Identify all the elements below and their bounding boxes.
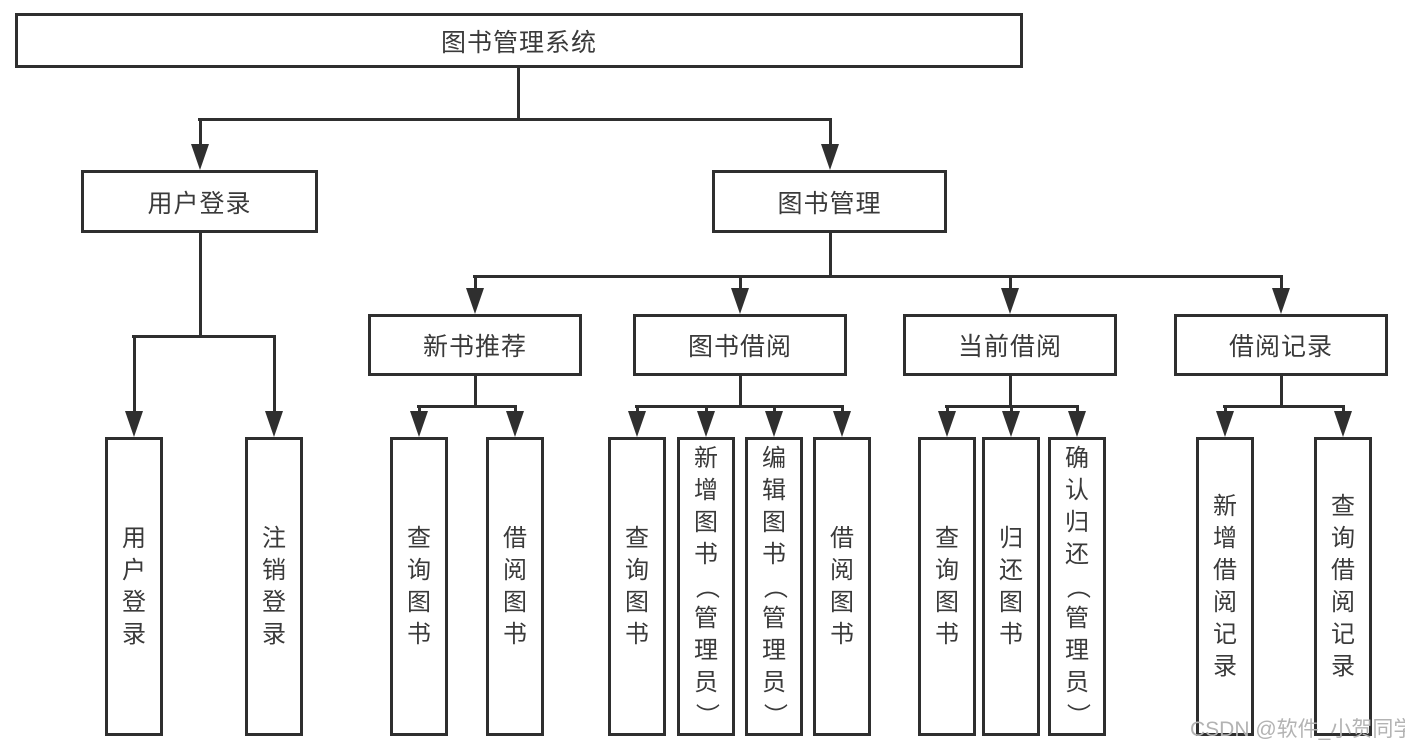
node-label: 借阅图书: [503, 524, 527, 648]
connector-line: [1342, 407, 1345, 413]
node-book-management: 图书管理: [712, 170, 947, 233]
connector-line: [273, 337, 276, 414]
node-label: 归还图书: [999, 524, 1023, 648]
node-label: 确认归还（管理员）: [1064, 444, 1091, 727]
connector-line: [1223, 405, 1345, 408]
node-book-management-system: 图书管理系统: [15, 13, 1023, 68]
arrow-down-icon: [1216, 411, 1234, 437]
leaf-add-borrow-record: 新增借阅记录: [1196, 437, 1254, 736]
connector-line: [1009, 277, 1012, 290]
node-label: 图书借阅: [687, 333, 792, 361]
node-borrowing-records: 借阅记录: [1174, 314, 1388, 376]
leaf-user-login: 用户登录: [105, 437, 163, 736]
arrow-down-icon: [731, 288, 749, 314]
node-label: 查询借阅记录: [1331, 492, 1355, 680]
connector-line: [739, 376, 742, 407]
connector-line: [636, 407, 639, 413]
watermark: CSDN @软件_小贺同学: [1190, 718, 1405, 741]
arrow-down-icon: [1272, 288, 1290, 314]
connector-line: [199, 120, 202, 146]
leaf-borrow-books-borrowing: 借阅图书: [813, 437, 871, 736]
connector-line: [773, 407, 776, 413]
connector-line: [417, 405, 517, 408]
leaf-borrow-books-recommend: 借阅图书: [486, 437, 544, 736]
connector-line: [945, 405, 1079, 408]
arrow-down-icon: [628, 411, 646, 437]
node-current-borrowing: 当前借阅: [903, 314, 1117, 376]
connector-line: [418, 407, 421, 413]
arrow-down-icon: [125, 411, 143, 437]
connector-line: [739, 277, 742, 290]
arrow-down-icon: [466, 288, 484, 314]
arrow-down-icon: [697, 411, 715, 437]
connector-line: [1010, 407, 1013, 413]
connector-line: [1280, 376, 1283, 407]
leaf-return-books: 归还图书: [982, 437, 1040, 736]
arrow-down-icon: [265, 411, 283, 437]
node-label: 查询图书: [935, 524, 959, 648]
arrow-down-icon: [833, 411, 851, 437]
arrow-down-icon: [1001, 288, 1019, 314]
node-label: 借阅记录: [1228, 333, 1333, 361]
connector-line: [705, 407, 708, 413]
leaf-add-book-admin: 新增图书（管理员）: [677, 437, 735, 736]
node-label: 新增借阅记录: [1213, 492, 1237, 680]
arrow-down-icon: [506, 411, 524, 437]
connector-line: [199, 233, 202, 337]
arrow-down-icon: [938, 411, 956, 437]
leaf-query-borrow-record: 查询借阅记录: [1314, 437, 1372, 736]
leaf-query-books-current: 查询图书: [918, 437, 976, 736]
leaf-query-books-recommend: 查询图书: [390, 437, 448, 736]
connector-line: [474, 277, 477, 290]
node-label: 新书推荐: [422, 333, 527, 361]
arrow-down-icon: [1334, 411, 1352, 437]
node-label: 查询图书: [625, 524, 649, 648]
node-user-login: 用户登录: [81, 170, 318, 233]
connector-line: [132, 335, 276, 338]
node-label: 查询图书: [407, 524, 431, 648]
connector-line: [829, 120, 832, 146]
leaf-query-books-borrowing: 查询图书: [608, 437, 666, 736]
connector-line: [946, 407, 949, 413]
node-label: 图书管理: [777, 189, 882, 218]
node-label: 用户登录: [147, 189, 252, 218]
connector-line: [1009, 376, 1012, 407]
connector-line: [517, 68, 520, 120]
leaf-edit-book-admin: 编辑图书（管理员）: [745, 437, 803, 736]
connector-line: [1076, 407, 1079, 413]
connector-line: [829, 233, 832, 277]
node-label: 图书管理系统: [440, 28, 597, 57]
node-label: 用户登录: [122, 524, 146, 648]
node-new-book-recommendation: 新书推荐: [368, 314, 582, 376]
arrow-down-icon: [765, 411, 783, 437]
connector-line: [474, 376, 477, 407]
connector-line: [133, 337, 136, 414]
node-label: 借阅图书: [830, 524, 854, 648]
node-label: 编辑图书（管理员）: [761, 444, 788, 727]
connector-line: [514, 407, 517, 413]
connector-line: [1280, 277, 1283, 290]
arrow-down-icon: [821, 144, 839, 170]
node-book-borrowing: 图书借阅: [633, 314, 847, 376]
node-label: 当前借阅: [957, 333, 1062, 361]
arrow-down-icon: [1002, 411, 1020, 437]
leaf-logout: 注销登录: [245, 437, 303, 736]
connector-line: [198, 118, 832, 121]
connector-line: [1224, 407, 1227, 413]
node-label: 新增图书（管理员）: [693, 444, 720, 727]
connector-line: [635, 405, 844, 408]
node-label: 注销登录: [262, 524, 286, 648]
arrow-down-icon: [410, 411, 428, 437]
leaf-confirm-return-admin: 确认归还（管理员）: [1048, 437, 1106, 736]
arrow-down-icon: [1068, 411, 1086, 437]
connector-line: [473, 275, 1283, 278]
arrow-down-icon: [191, 144, 209, 170]
connector-line: [841, 407, 844, 413]
